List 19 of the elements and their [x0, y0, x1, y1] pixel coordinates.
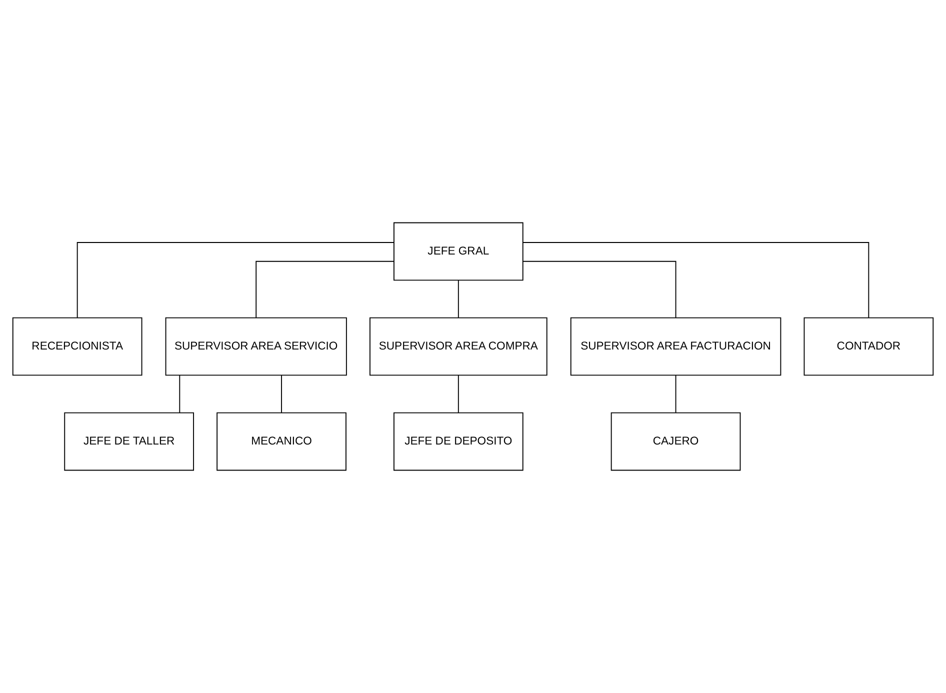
node-box: CONTADOR [804, 317, 934, 376]
node-box: CAJERO [610, 412, 741, 471]
connector [458, 374, 459, 413]
node-box: JEFE GRAL [393, 222, 524, 281]
node-box: SUPERVISOR AREA SERVICIO [165, 317, 347, 376]
node-box: JEFE DE TALLER [64, 412, 194, 471]
connector [76, 242, 394, 318]
node-box: SUPERVISOR AREA COMPRA [370, 317, 548, 376]
node-box: RECEPCIONISTA [12, 317, 142, 376]
connector [522, 242, 870, 318]
connector [458, 280, 459, 318]
connector [256, 260, 394, 318]
connector [281, 374, 282, 413]
connector [522, 260, 676, 318]
node-box: SUPERVISOR AREA FACTURACION [570, 317, 782, 376]
connector [675, 374, 676, 413]
connector [179, 374, 180, 413]
node-box: JEFE DE DEPOSITO [393, 412, 524, 471]
node-box: MECANICO [216, 412, 346, 471]
